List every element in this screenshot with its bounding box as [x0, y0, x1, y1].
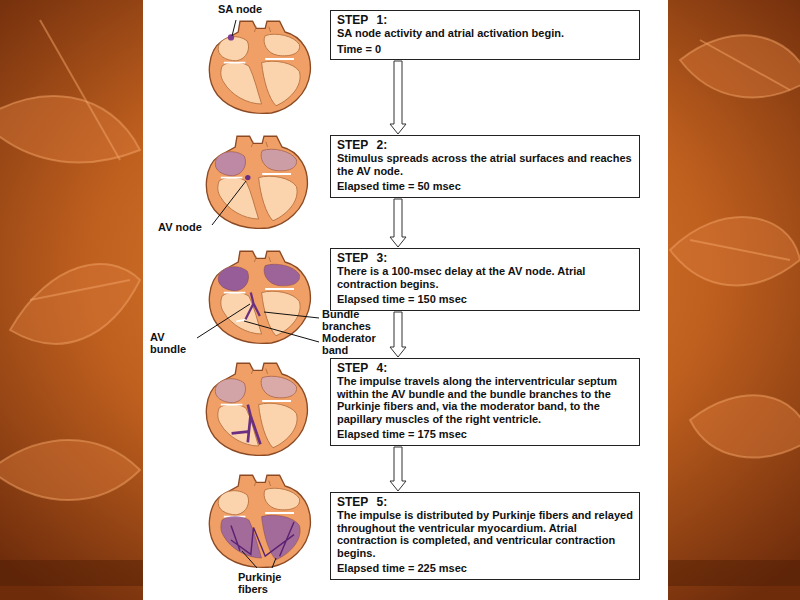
step-heading: STEP 1:	[337, 14, 633, 27]
step-heading: STEP 5:	[337, 496, 633, 509]
step-description: Stimulus spreads across the atrial surfa…	[337, 152, 633, 177]
part-label: AV node	[158, 222, 212, 234]
step-box: STEP 2:Stimulus spreads across the atria…	[330, 135, 640, 198]
flow-arrow	[390, 199, 406, 247]
white-panel	[143, 0, 668, 600]
part-label: SA node	[218, 4, 290, 16]
flow-arrow	[390, 447, 406, 491]
elapsed-time: Time = 0	[337, 43, 633, 56]
step-description: There is a 100-msec delay at the AV node…	[337, 265, 633, 290]
heart-step-5	[209, 475, 310, 567]
step-description: The impulse is distributed by Purkinje f…	[337, 509, 633, 559]
elapsed-time: Elapsed time = 150 msec	[337, 293, 633, 306]
elapsed-time: Elapsed time = 175 msec	[337, 428, 633, 441]
step-box: STEP 1:SA node activity and atrial activ…	[330, 10, 640, 60]
heart-step-2	[206, 136, 307, 228]
part-label: Purkinje fibers	[238, 572, 294, 595]
part-label: Moderator band	[322, 333, 386, 356]
step-description: The impulse travels along the interventr…	[337, 375, 633, 425]
leaf-pattern	[0, 20, 800, 500]
step-heading: STEP 2:	[337, 139, 633, 152]
step-box: STEP 4:The impulse travels along the int…	[330, 358, 640, 446]
heart-step-3	[209, 251, 310, 343]
part-label: AV bundle	[150, 332, 196, 355]
flow-arrow	[390, 312, 406, 357]
step-description: SA node activity and atrial activation b…	[337, 27, 633, 40]
part-label: Bundle branches	[322, 309, 384, 332]
step-heading: STEP 3:	[337, 252, 633, 265]
step-box: STEP 3:There is a 100-msec delay at the …	[330, 248, 640, 311]
heart-step-1	[209, 21, 310, 113]
step-heading: STEP 4:	[337, 362, 633, 375]
step-box: STEP 5:The impulse is distributed by Pur…	[330, 492, 640, 580]
leader-lines	[197, 20, 319, 568]
heart-step-4	[206, 363, 307, 455]
elapsed-time: Elapsed time = 50 msec	[337, 180, 633, 193]
elapsed-time: Elapsed time = 225 msec	[337, 562, 633, 575]
flow-arrow	[390, 61, 406, 134]
